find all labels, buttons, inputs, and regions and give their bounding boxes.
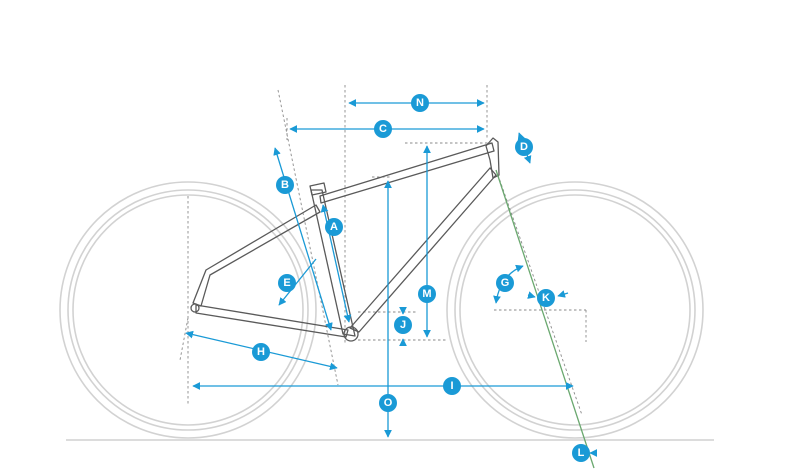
badge-letter-c: C [379,123,387,135]
label-badge-l: L [572,444,590,462]
badge-letter-j: J [400,319,406,331]
badge-letter-k: K [542,292,550,304]
badge-letter-a: A [330,221,338,233]
rear-wheel [59,181,317,439]
badge-letter-m: M [422,288,431,300]
label-badge-j: J [394,316,412,334]
steering-axis-line [495,169,595,469]
label-badge-i: I [443,377,461,395]
label-badge-c: C [374,120,392,138]
dim-arrow-e [278,258,317,306]
label-badge-o: O [379,394,397,412]
front-wheel [446,181,704,439]
badge-letter-g: G [501,277,510,289]
badge-letter-n: N [416,97,424,109]
badge-letter-l: L [578,447,585,459]
label-badge-d: D [515,138,533,156]
label-badge-k: K [537,289,555,307]
label-badge-b: B [276,176,294,194]
label-badge-a: A [325,218,343,236]
label-badge-m: M [418,285,436,303]
dim-arrow-k-right [557,290,569,298]
badge-letter-e: E [283,277,290,289]
badge-letter-i: I [450,380,453,392]
badge-letter-o: O [384,397,393,409]
label-badge-h: H [252,343,270,361]
label-badge-g: G [496,274,514,292]
dim-arrow-k-left [527,291,536,299]
badge-letter-h: H [257,346,265,358]
badge-letter-b: B [281,179,289,191]
badge-letter-d: D [520,141,528,153]
label-badge-e: E [278,274,296,292]
label-badge-n: N [411,94,429,112]
